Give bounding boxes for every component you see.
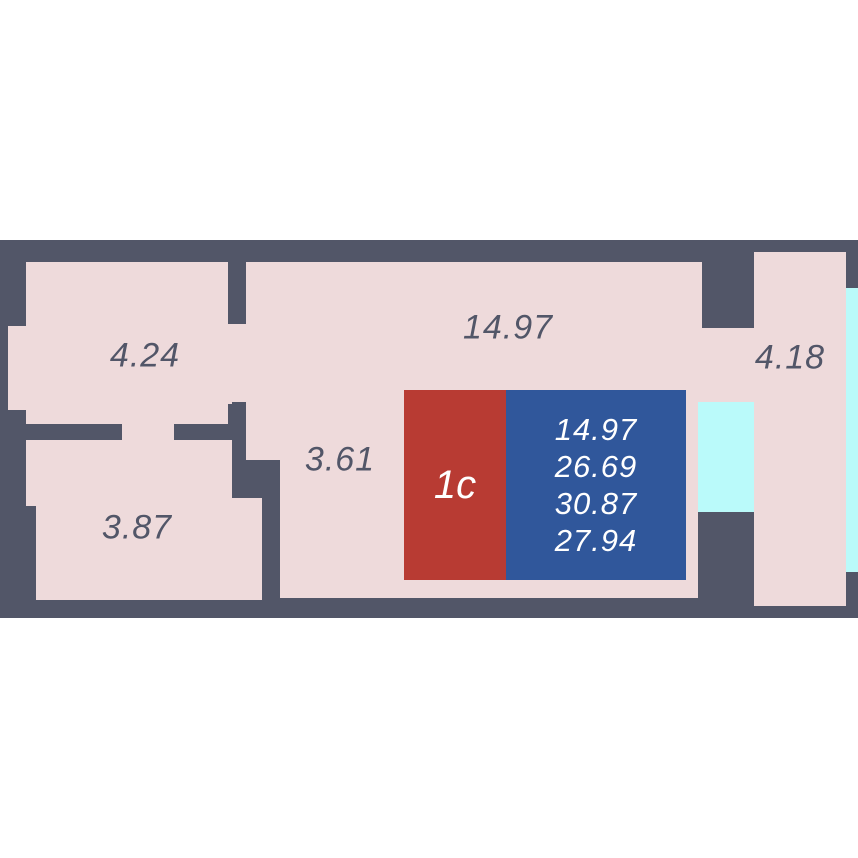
area-total-no-balcony: 26.69 xyxy=(554,449,638,484)
area-reduced: 27.94 xyxy=(554,523,638,558)
room-bottom-left-floor xyxy=(26,440,232,506)
hall-wall-vertical xyxy=(262,498,280,600)
room-bottom-left-floor-lower xyxy=(36,506,262,600)
apartment-type-label: 1с xyxy=(433,462,477,507)
room-top-left-opening xyxy=(8,326,28,410)
room-hall-area: 3.61 xyxy=(304,440,376,479)
area-total: 30.87 xyxy=(554,486,638,521)
apartment-areas-badge: 14.97 26.69 30.87 27.94 xyxy=(506,390,686,580)
room-top-left-floor xyxy=(26,262,228,425)
room-bottom-left-area: 3.87 xyxy=(101,508,173,547)
partition-wall-right xyxy=(174,424,232,440)
partition-wall-left xyxy=(26,424,122,440)
room-main-area: 14.97 xyxy=(462,308,554,347)
top-left-gap xyxy=(228,324,248,404)
room-main-floor-right xyxy=(702,328,754,402)
balcony-window[interactable] xyxy=(846,288,858,572)
room-top-left-area: 4.24 xyxy=(109,336,181,375)
area-living: 14.97 xyxy=(554,412,638,447)
hall-wall-step-2 xyxy=(232,460,280,498)
room-balcony-area: 4.18 xyxy=(754,338,826,377)
room-main-floor xyxy=(246,262,702,402)
room-balcony-floor xyxy=(754,252,846,606)
door-gap xyxy=(122,424,174,440)
apartment-type-badge: 1с xyxy=(404,390,506,580)
inner-window[interactable] xyxy=(698,402,754,512)
room-bottom-left-floor-mid xyxy=(232,498,262,508)
